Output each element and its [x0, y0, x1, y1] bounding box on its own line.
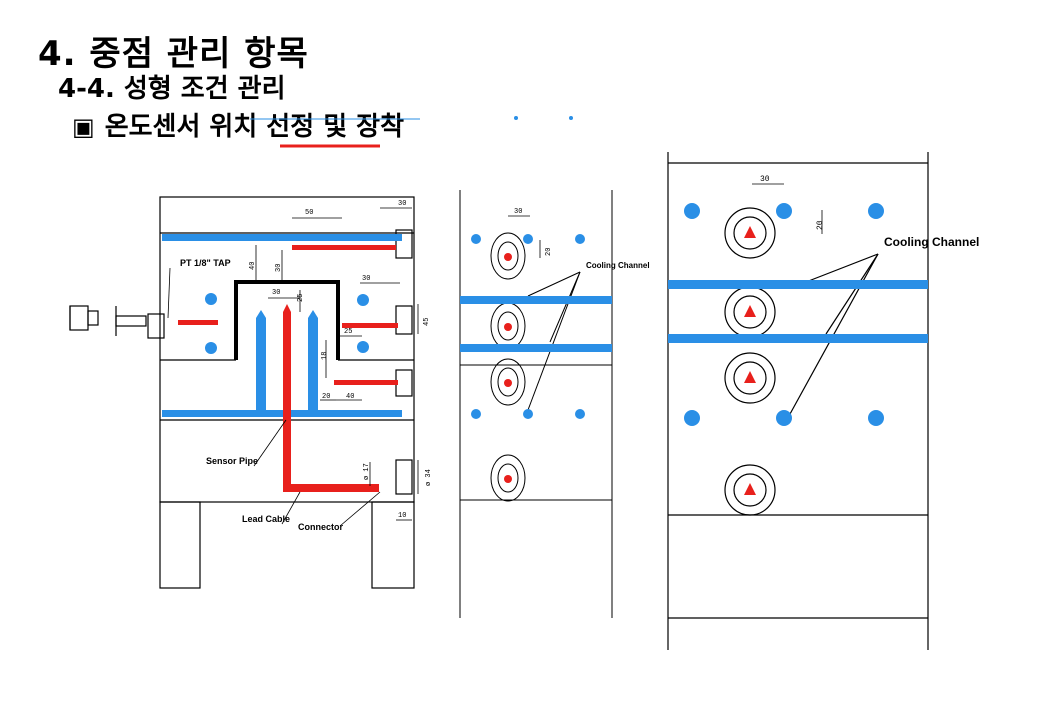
sensor-pipe-label: Sensor Pipe [206, 456, 258, 466]
dim-10: 10 [398, 512, 406, 520]
dimension-lines [167, 207, 419, 527]
square-bullet-icon: ▣ [72, 113, 95, 141]
sensor-mount-ring [724, 207, 776, 259]
dim-30-top: 30 [398, 200, 406, 208]
dim-18: 18 [321, 352, 329, 360]
plan-view-large [667, 152, 929, 650]
dim-r20: 20 [816, 220, 825, 230]
sensor-pipes [178, 245, 398, 492]
sensor-points-mid [504, 253, 512, 483]
pt-tap-label: PT 1/8" TAP [180, 258, 231, 268]
coolant-channels-left [162, 234, 402, 417]
page-subtitle: 4-4. 성형 조건 관리 [58, 74, 286, 104]
dim-m20: 20 [545, 248, 553, 256]
sensor-mount-ring [490, 454, 526, 502]
dim-30-v: 30 [275, 264, 283, 272]
section-heading: ▣ 온도센서 위치 선정 및 장착 [72, 106, 404, 143]
dim-34: ø 34 [425, 469, 433, 486]
sensor-mount-ring [490, 232, 526, 280]
section-label: 온도센서 위치 선정 및 장착 [104, 112, 405, 142]
sensor-mount-ring [490, 358, 526, 406]
heading-dot [514, 116, 518, 120]
connector-label: Connector [298, 522, 343, 532]
plan-view-small [459, 190, 613, 618]
sensor-mount-ring [724, 352, 776, 404]
heading-dot [569, 116, 573, 120]
cooling-channel-label-right: Cooling Channel [884, 235, 979, 249]
dim-40: 40 [249, 262, 257, 270]
section-view [69, 196, 415, 589]
lead-cable-label: Lead Cable [242, 514, 290, 524]
dim-m30: 30 [514, 208, 522, 216]
dim-30-mid: 30 [362, 275, 370, 283]
mold-body [159, 196, 415, 503]
dim-50: 50 [305, 209, 313, 217]
dim-r30: 30 [760, 175, 770, 184]
page-title: 4. 중점 관리 항목 [38, 34, 309, 74]
dim-20: 20 [322, 393, 330, 401]
coolant-channels-mid [460, 234, 612, 419]
sensor-mount-ring [724, 464, 776, 516]
coolant-channels-right [668, 203, 928, 426]
dim-45: 45 [423, 318, 431, 326]
dimension-labels: 50 30 40 30 30 30 25 25 45 18 20 40 ø 17… [249, 200, 433, 520]
dim-17: ø 17 [363, 463, 371, 480]
dim-40-b: 40 [346, 393, 354, 401]
dim-30-core: 30 [272, 289, 280, 297]
dim-25-h: 25 [344, 328, 352, 336]
dim-25-v: 25 [297, 294, 305, 302]
cooling-channel-label-mid: Cooling Channel [586, 261, 650, 270]
sensor-points-right [744, 226, 756, 495]
callout-labels: PT 1/8" TAP Sensor Pipe Lead Cable Conne… [180, 258, 343, 532]
